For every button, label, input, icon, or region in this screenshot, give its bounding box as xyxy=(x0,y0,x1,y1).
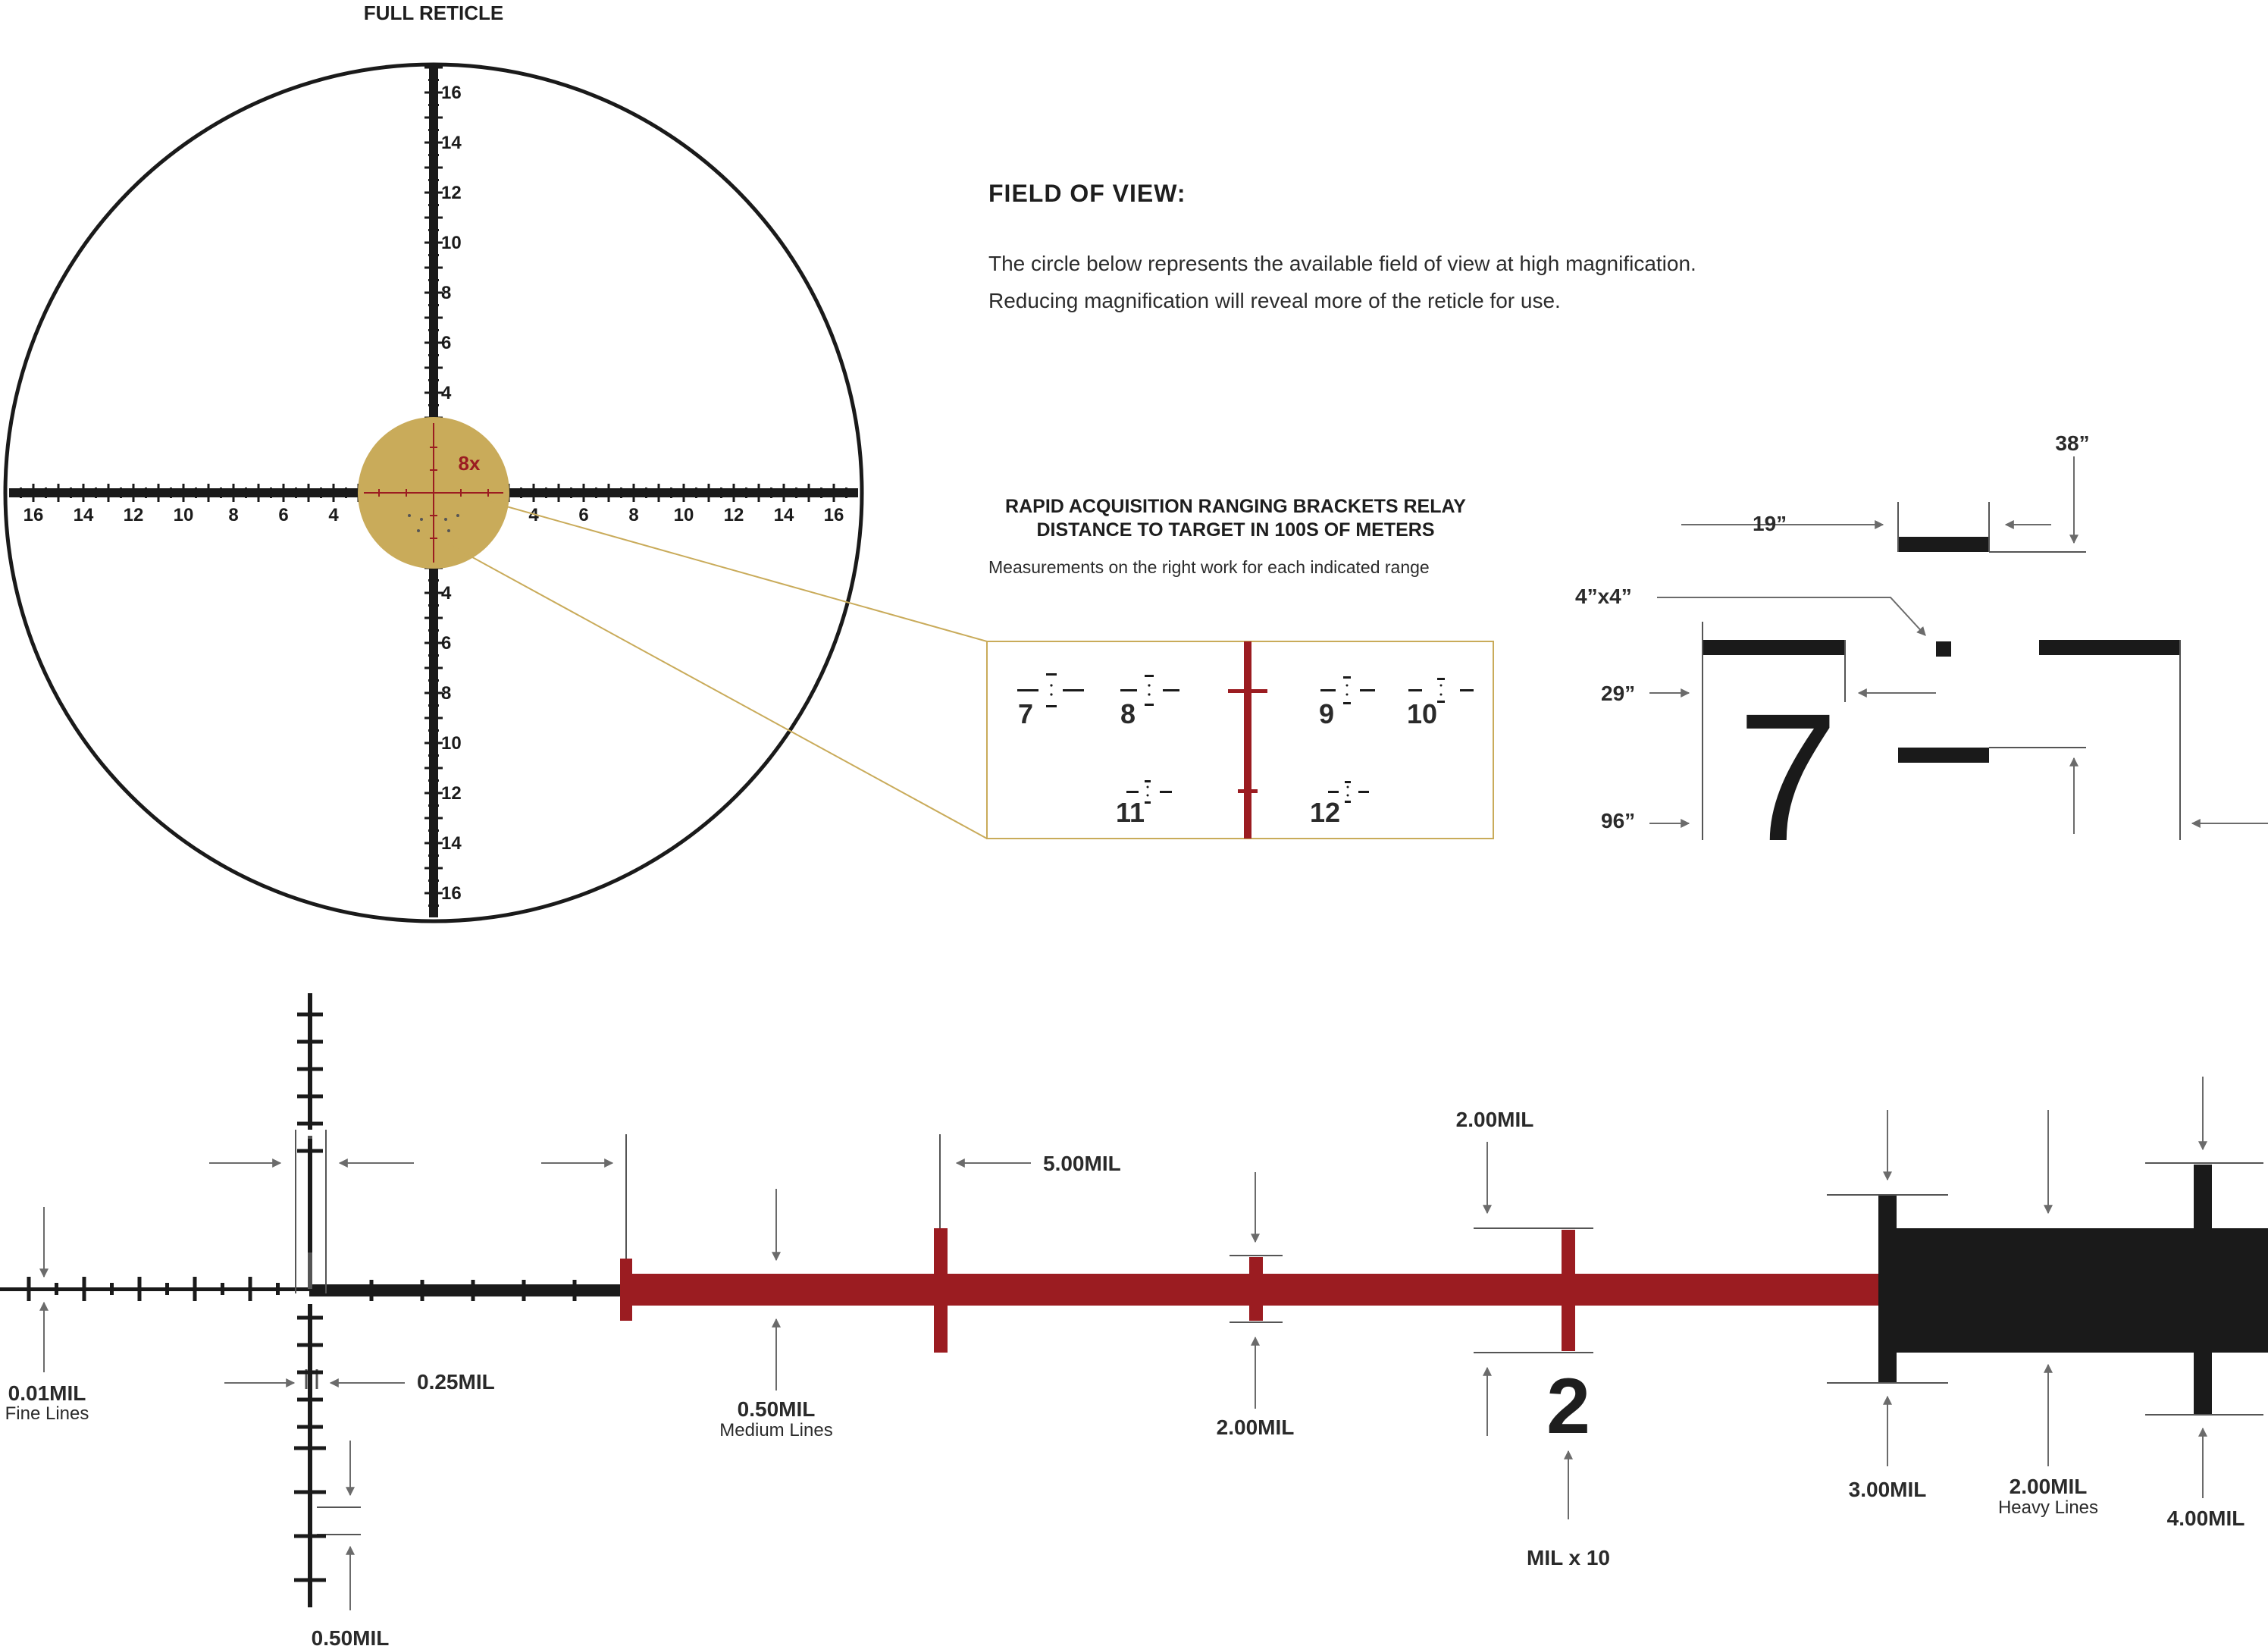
line-detail-arrows xyxy=(39,1077,2207,1610)
ranging-zoom-box xyxy=(986,641,1494,839)
dimension-square-label: 4”x4” xyxy=(1575,585,1632,608)
reticle-h-label-right-12: 12 xyxy=(724,505,744,525)
medium-lines-section xyxy=(620,1134,1887,1353)
reticle-h-label-right-4: 4 xyxy=(528,505,539,525)
range-bracket-8-label: 8 xyxy=(1120,698,1136,729)
reticle-v-label-bottom-6: 6 xyxy=(441,633,451,654)
medium-line-value: 0.50MIL xyxy=(738,1397,816,1421)
reticle-v-label-top-4: 4 xyxy=(441,383,452,403)
full-reticle-title: FULL RETICLE xyxy=(364,2,503,24)
range-bracket-10 xyxy=(1408,678,1474,703)
ranging-title-line-2: DISTANCE TO TARGET IN 100S OF METERS xyxy=(1036,519,1434,541)
two-mil-label-b: 2.00MIL xyxy=(1456,1108,1534,1131)
dimension-29-label: 29” xyxy=(1601,682,1635,705)
fine-lines-section xyxy=(0,993,625,1607)
bracket-dimension-drawing xyxy=(1702,502,2181,840)
reticle-v-label-bottom-4: 4 xyxy=(441,583,452,604)
reticle-v-label-top-12: 12 xyxy=(441,183,462,203)
reticle-v-label-bottom-8: 8 xyxy=(441,683,451,704)
reticle-center-detail xyxy=(364,423,503,563)
five-mil-label: 5.00MIL xyxy=(1043,1152,1121,1175)
range-bracket-9-label: 9 xyxy=(1319,698,1334,729)
ranging-box-vertical-line xyxy=(1228,641,1267,839)
range-bracket-11 xyxy=(1126,780,1172,804)
reticle-h-label-right-8: 8 xyxy=(628,505,638,525)
fine-line-tick-marks xyxy=(27,1012,653,1582)
reticle-h-label-left-16: 16 xyxy=(23,505,44,525)
half-mil-fine-label: 0.50MIL xyxy=(312,1626,390,1646)
reticle-v-label-top-14: 14 xyxy=(441,133,462,153)
range-bracket-11-label: 11 xyxy=(1116,797,1145,828)
ranging-subtitle: Measurements on the right work for each … xyxy=(988,557,1430,577)
field-of-view-line-2: Reducing magnification will reveal more … xyxy=(988,289,1561,312)
medium-line-caption: Medium Lines xyxy=(719,1420,832,1441)
bracket-dimension-arrows xyxy=(1649,456,2268,834)
reticle-v-label-bottom-16: 16 xyxy=(441,883,462,904)
reticle-h-label-left-6: 6 xyxy=(278,505,288,525)
reticle-v-label-top-6: 6 xyxy=(441,333,451,353)
mil-numeral-2: 2 xyxy=(1546,1362,1590,1450)
zoom-leader-line-lower xyxy=(448,544,988,839)
range-bracket-7-label: 7 xyxy=(1018,698,1033,729)
heavy-line-caption: Heavy Lines xyxy=(1998,1497,2098,1518)
reticle-h-label-left-10: 10 xyxy=(174,505,194,525)
reticle-h-label-left-4: 4 xyxy=(328,505,339,525)
magnification-label: 8x xyxy=(459,452,481,475)
range-bracket-7 xyxy=(1017,673,1084,707)
bracket-digit-7: 7 xyxy=(1737,676,1838,879)
field-of-view-line-1: The circle below represents the availabl… xyxy=(988,252,1696,275)
range-bracket-12 xyxy=(1328,781,1369,803)
reticle-v-label-bottom-14: 14 xyxy=(441,833,462,854)
reticle-v-label-top-16: 16 xyxy=(441,83,462,103)
range-bracket-8 xyxy=(1120,675,1179,706)
field-of-view-title: FIELD OF VIEW: xyxy=(988,180,1186,207)
range-bracket-10-label: 10 xyxy=(1407,698,1437,729)
reticle-v-label-bottom-10: 10 xyxy=(441,733,462,754)
mil-x10-label: MIL x 10 xyxy=(1527,1546,1610,1569)
heavy-line-value: 2.00MIL xyxy=(2010,1475,2088,1498)
dimension-19-label: 19” xyxy=(1753,512,1787,535)
reticle-scale-labels: 16 14 12 10 8 6 4 4 6 8 10 12 14 16 16 14 12 10 8 6 4 4 6 8 10 12… xyxy=(23,83,844,904)
reticle-v-label-top-10: 10 xyxy=(441,233,462,253)
two-mil-label-a: 2.00MIL xyxy=(1217,1416,1295,1439)
range-bracket-9 xyxy=(1320,676,1375,704)
reticle-h-label-left-14: 14 xyxy=(74,505,94,525)
reticle-h-label-right-14: 14 xyxy=(774,505,794,525)
four-mil-label: 4.00MIL xyxy=(2167,1506,2245,1530)
fine-line-caption: Fine Lines xyxy=(5,1403,89,1424)
fine-line-value: 0.01MIL xyxy=(8,1381,86,1405)
reticle-v-label-bottom-12: 12 xyxy=(441,783,462,804)
three-mil-label: 3.00MIL xyxy=(1849,1478,1927,1501)
dimension-96-label: 96” xyxy=(1601,809,1635,832)
reticle-h-label-left-12: 12 xyxy=(124,505,144,525)
reticle-h-label-right-16: 16 xyxy=(824,505,844,525)
ranging-title-line-1: RAPID ACQUISITION RANGING BRACKETS RELAY xyxy=(1005,496,1466,517)
heavy-lines-section xyxy=(1827,1162,2268,1416)
zoom-leader-line-upper xyxy=(471,496,988,642)
reticle-h-label-right-10: 10 xyxy=(674,505,694,525)
reticle-h-label-right-6: 6 xyxy=(578,505,588,525)
reticle-h-label-left-8: 8 xyxy=(228,505,238,525)
range-bracket-12-label: 12 xyxy=(1310,797,1340,828)
dimension-38-label: 38” xyxy=(2055,431,2089,455)
reticle-v-label-top-8: 8 xyxy=(441,283,451,303)
quarter-mil-label: 0.25MIL xyxy=(417,1370,495,1394)
